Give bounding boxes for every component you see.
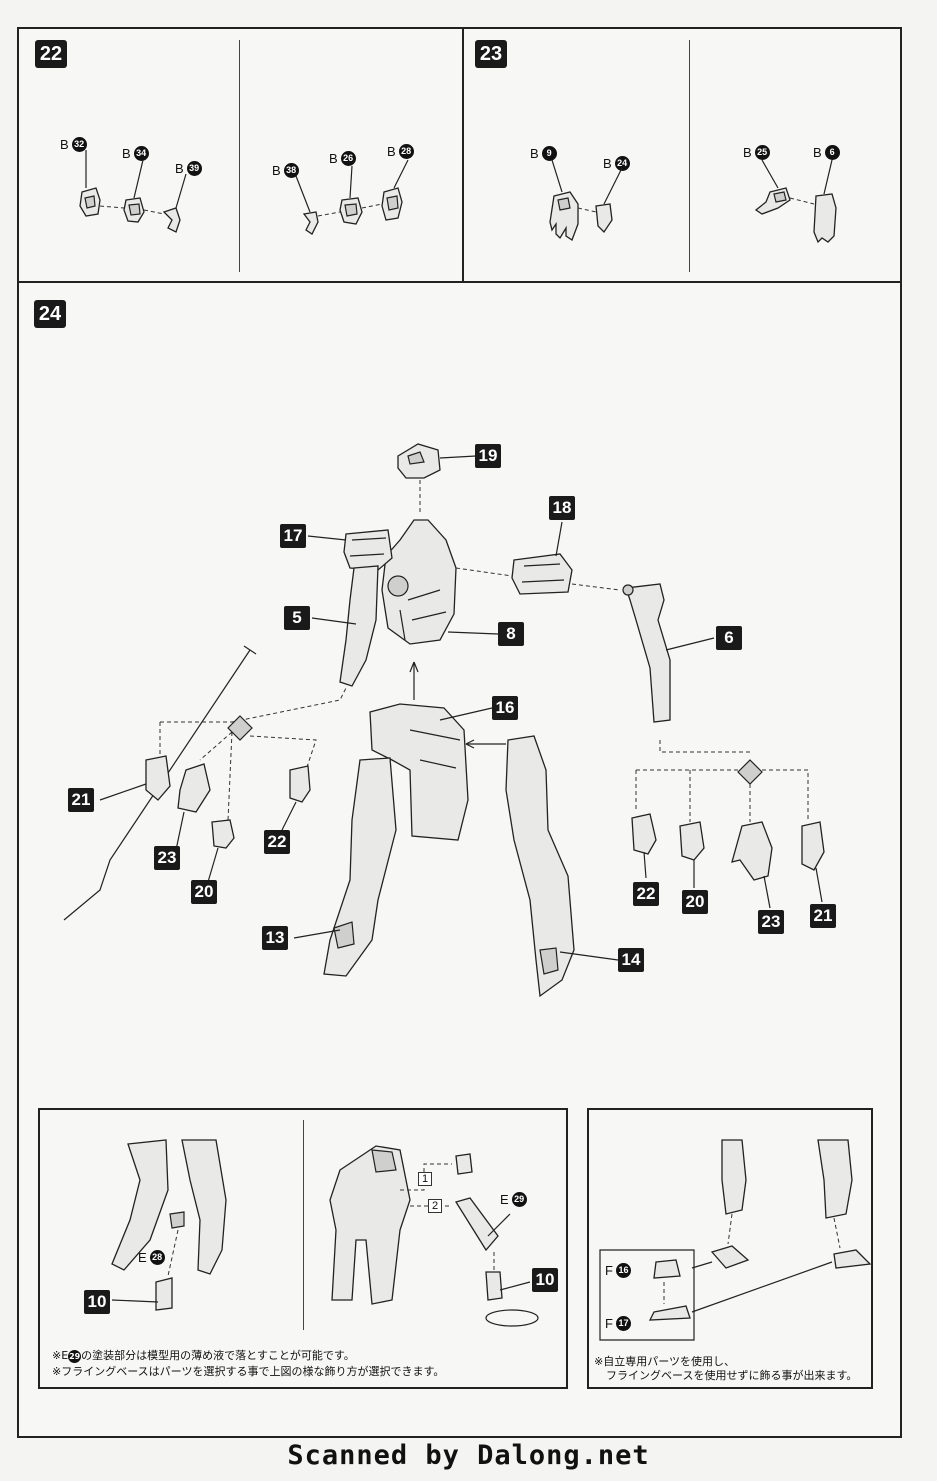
step-23-badge: 23: [475, 40, 507, 68]
waist-part-16: [369, 703, 469, 841]
leg-part-14: [505, 735, 575, 998]
hand-option-21b: [801, 821, 825, 871]
head-part-19: [397, 443, 441, 479]
step-24-badge: 24: [34, 300, 66, 328]
label-21-left: 21: [68, 788, 94, 812]
note-standing-parts-1: ※自立専用パーツを使用し、: [594, 1355, 735, 1368]
torso-part-8: [381, 519, 457, 645]
order-2: 2: [428, 1199, 443, 1213]
step-22-badge: 22: [35, 40, 67, 68]
label-17: 17: [280, 524, 306, 548]
label-10-a: 10: [84, 1290, 110, 1314]
note-standing-parts-2: フライングベースを使用せずに飾る事が出来ます。: [606, 1369, 858, 1382]
label-20-left: 20: [191, 880, 217, 904]
detail-torso-base: [329, 1145, 539, 1327]
arm-part-5: [339, 565, 379, 687]
hand-part-b24: [595, 203, 613, 234]
step-22-divider: [239, 40, 240, 272]
step-22-frame: [17, 27, 464, 283]
label-22-left: 22: [264, 830, 290, 854]
hand-option-21a: [145, 755, 171, 801]
label-14: 14: [618, 948, 644, 972]
label-23-right: 23: [758, 910, 784, 934]
hand-option-22a: [289, 765, 311, 803]
hand-part-b34: [123, 197, 145, 223]
label-22-right: 22: [633, 882, 659, 906]
hand-part-b6: [813, 193, 837, 244]
step-23-divider: [689, 40, 690, 272]
shoulder-part-17: [343, 529, 393, 571]
label-16: 16: [492, 696, 518, 720]
hand-option-23a: [177, 763, 211, 813]
scan-credit: Scanned by Dalong.net: [287, 1440, 650, 1471]
label-13: 13: [262, 926, 288, 950]
arm-part-6: [622, 583, 671, 723]
hand-part-b39: [162, 207, 181, 233]
label-19: 19: [475, 444, 501, 468]
detail-feet-standing: [648, 1139, 872, 1321]
spear-part: [63, 645, 257, 921]
label-8: 8: [498, 622, 524, 646]
order-1: 1: [418, 1172, 433, 1186]
hand-part-b38: [302, 211, 319, 235]
shoulder-part-18: [511, 553, 573, 595]
hand-part-b32: [79, 187, 101, 217]
leg-part-13: [323, 757, 397, 977]
detail-left-divider: [303, 1120, 304, 1330]
hand-part-b28: [381, 187, 403, 221]
label-20-right: 20: [682, 890, 708, 914]
label-18: 18: [549, 496, 575, 520]
hand-option-22b: [631, 813, 657, 855]
label-23-left: 23: [154, 846, 180, 870]
hand-part-b25: [754, 187, 791, 215]
detail-legs-front: [111, 1139, 227, 1311]
note-paint-removal: ※E29の塗装部分は模型用の薄め液で落とすことが可能です。: [52, 1349, 355, 1363]
hand-option-20b: [679, 821, 705, 861]
label-10-b: 10: [532, 1268, 558, 1292]
note-flying-base: ※フライングベースはパーツを選択する事で上図の様な飾り方が選択できます。: [52, 1365, 445, 1378]
hand-option-23b: [731, 821, 773, 881]
hand-option-20a: [211, 819, 235, 849]
hand-part-b26: [339, 197, 363, 225]
hand-part-b9: [549, 191, 579, 241]
label-5: 5: [284, 606, 310, 630]
label-21-right: 21: [810, 904, 836, 928]
label-6: 6: [716, 626, 742, 650]
